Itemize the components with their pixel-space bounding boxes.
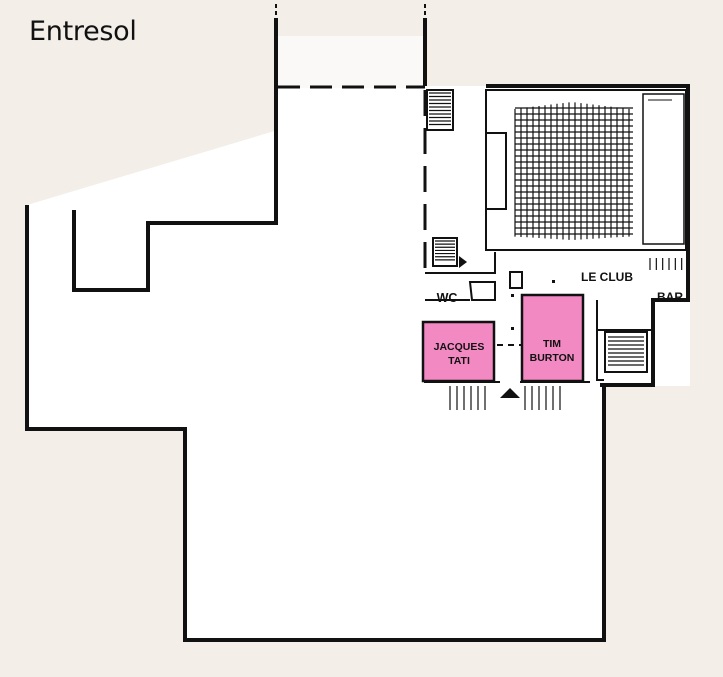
label-wc: WC	[437, 291, 458, 305]
floor-title: Entresol	[29, 16, 137, 47]
corridor-fill	[276, 88, 426, 228]
dotted-extensions	[275, 4, 426, 15]
entrance-arrow-icon	[500, 388, 520, 398]
label-tim: TIM	[543, 338, 561, 350]
corridor-top	[276, 36, 425, 88]
staircases	[426, 89, 683, 410]
room-jacques-tati[interactable]	[421, 320, 496, 383]
label-jacques: JACQUES	[434, 341, 485, 353]
label-le-club: LE CLUB	[581, 270, 633, 284]
cinema-hall	[485, 89, 687, 251]
center-fill	[148, 223, 428, 383]
entry-arrow-icon	[459, 256, 467, 268]
label-tati: TATI	[448, 355, 470, 367]
room-tim-burton[interactable]	[520, 293, 585, 383]
label-bar: BAR	[657, 290, 683, 304]
label-burton: BURTON	[530, 352, 575, 364]
outer-walls	[25, 18, 690, 642]
